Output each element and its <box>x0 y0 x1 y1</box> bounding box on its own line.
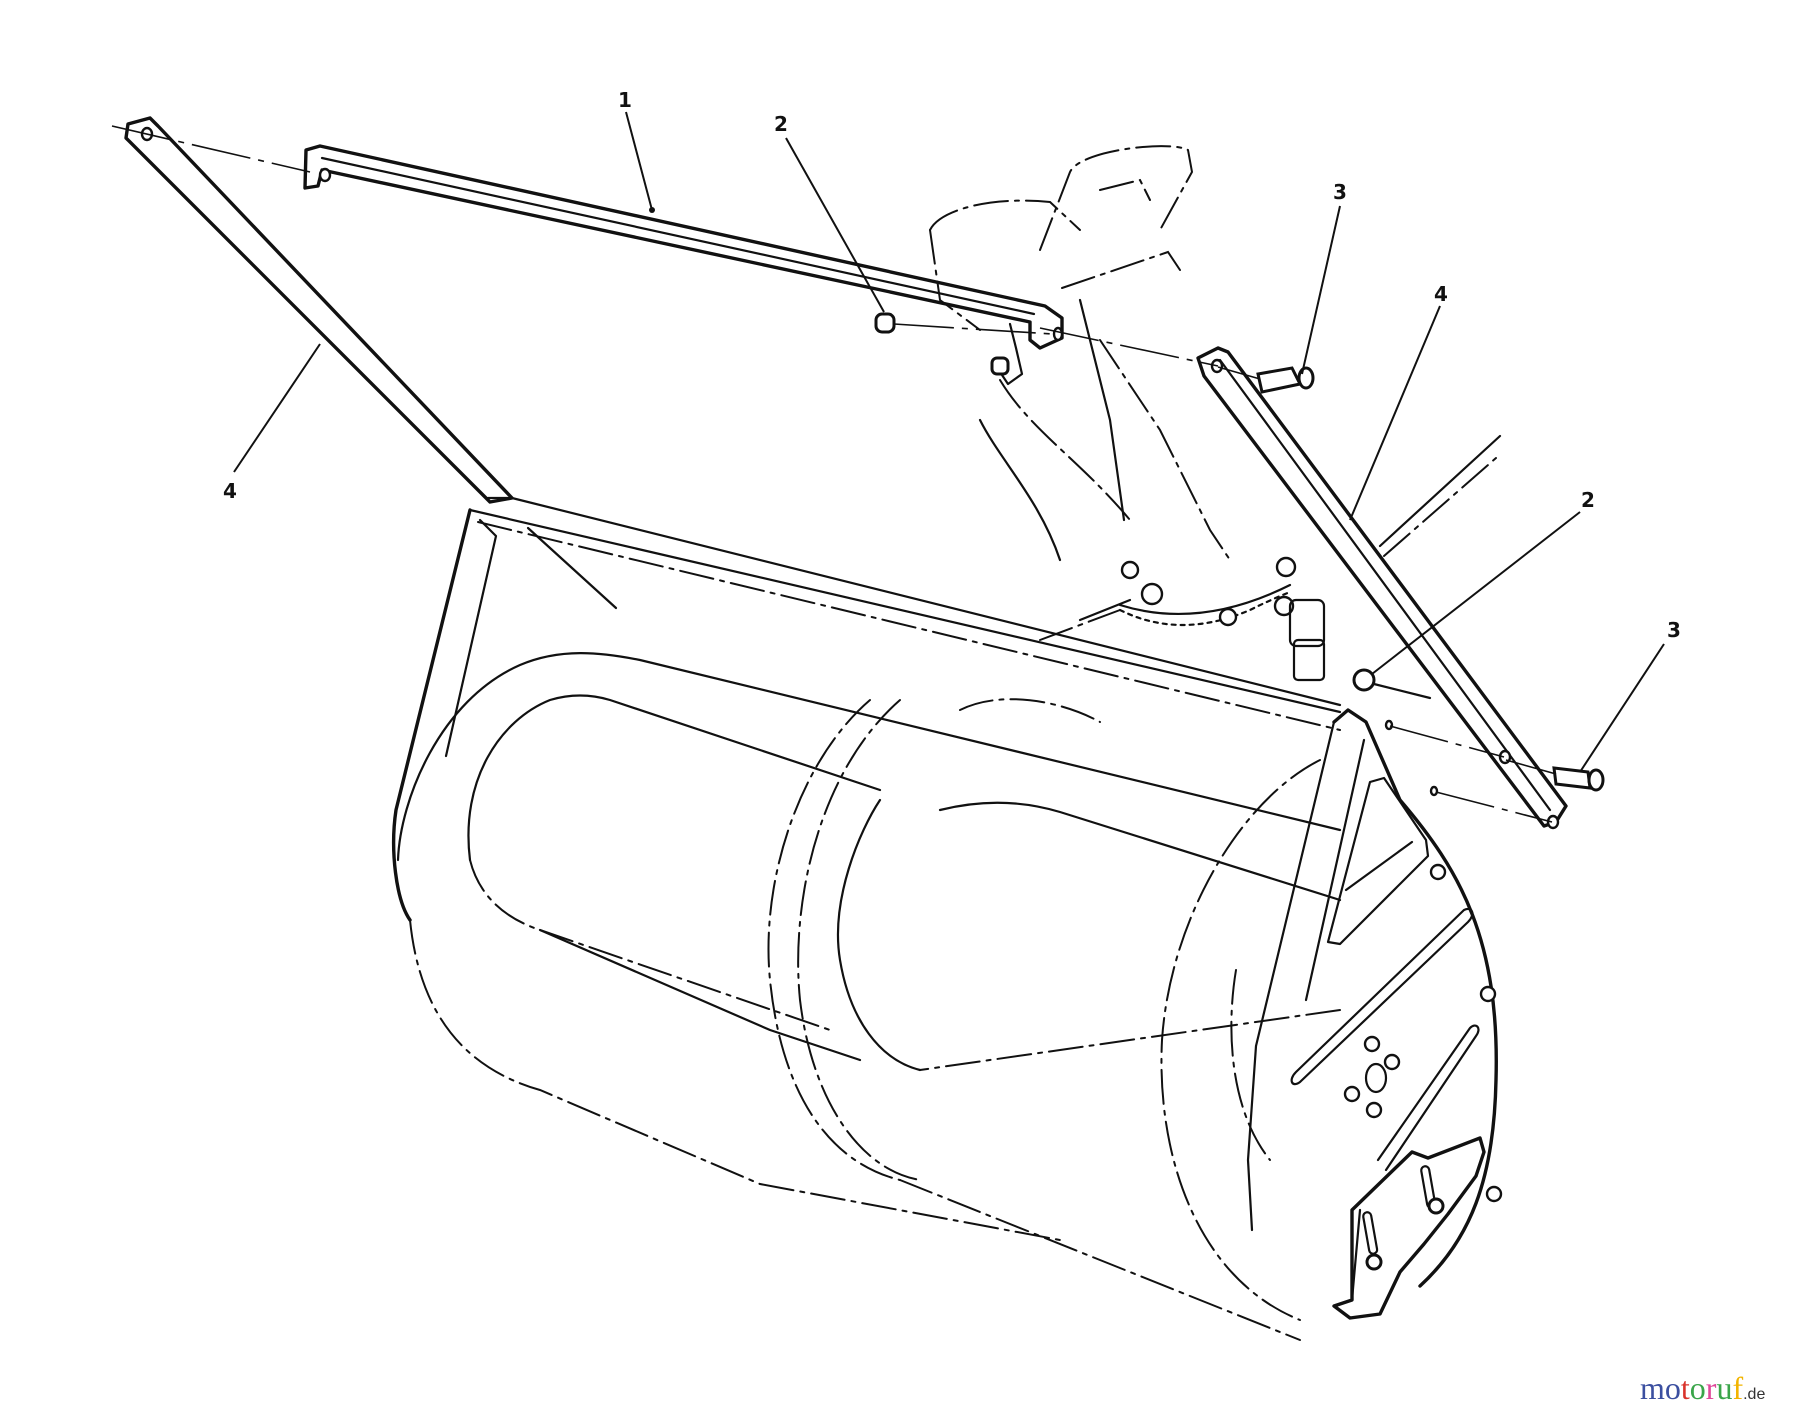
watermark-letter: o <box>1664 1370 1681 1406</box>
watermark-letter: m <box>1640 1370 1665 1406</box>
watermark-letter: t <box>1680 1370 1690 1406</box>
carriage-bolt-lower <box>1505 759 1605 792</box>
callout-2-upper: 2 <box>774 112 788 136</box>
discharge-chute <box>929 145 1231 562</box>
watermark-letter: r <box>1705 1370 1717 1406</box>
callout-1: 1 <box>618 88 632 112</box>
right-brace-bar <box>1039 327 1568 830</box>
callout-2-lower: 2 <box>1581 488 1595 512</box>
upper-hardware <box>874 312 1053 376</box>
callout-3-upper: 3 <box>1333 180 1347 204</box>
frame-lines <box>1078 434 1502 622</box>
motoruf-watermark: motoruf.de <box>1640 1372 1765 1404</box>
watermark-letter: o <box>1689 1370 1706 1406</box>
upper-brace-bar <box>303 144 1064 386</box>
leader-lines <box>233 111 1665 773</box>
lower-locknut <box>1352 668 1432 700</box>
callout-4-right: 4 <box>1434 282 1448 306</box>
watermark-letter: u <box>1716 1370 1733 1406</box>
carriage-bolt-upper <box>1217 366 1315 394</box>
chute-rotation-gear <box>1039 556 1326 682</box>
skid-shoe <box>1332 1136 1486 1320</box>
auger-housing <box>391 496 1553 1341</box>
watermark-tld: .de <box>1743 1386 1766 1403</box>
callout-3-lower: 3 <box>1667 618 1681 642</box>
callout-4-left: 4 <box>223 479 237 503</box>
watermark-letter: f <box>1732 1370 1744 1406</box>
